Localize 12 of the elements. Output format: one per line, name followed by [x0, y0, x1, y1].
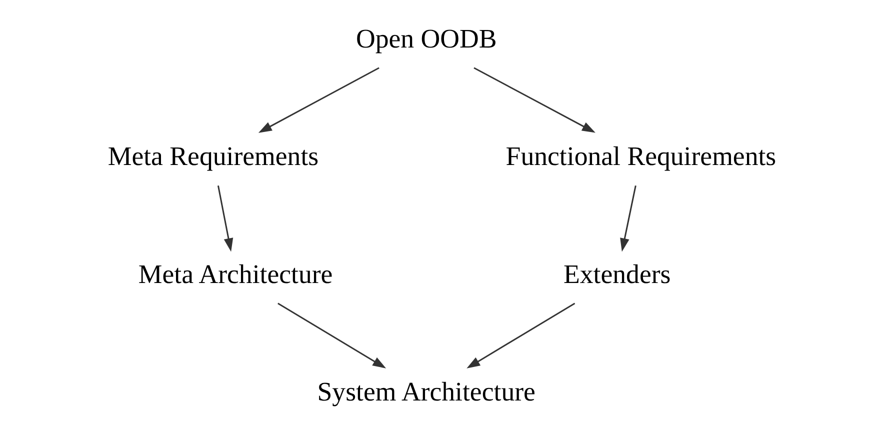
node-text: Meta Architecture — [138, 258, 333, 289]
arrow — [474, 67, 596, 133]
arrow — [620, 185, 636, 252]
node-text: Extenders — [564, 258, 671, 289]
arrow — [278, 302, 386, 368]
arrow — [466, 302, 576, 368]
node-text: System Architecture — [317, 376, 536, 407]
arrow — [217, 185, 234, 252]
node-text: Meta Requirements — [108, 141, 319, 172]
node-text: Functional Requirements — [506, 141, 776, 172]
node-text: Open OODB — [356, 23, 497, 54]
arrow — [258, 67, 380, 133]
